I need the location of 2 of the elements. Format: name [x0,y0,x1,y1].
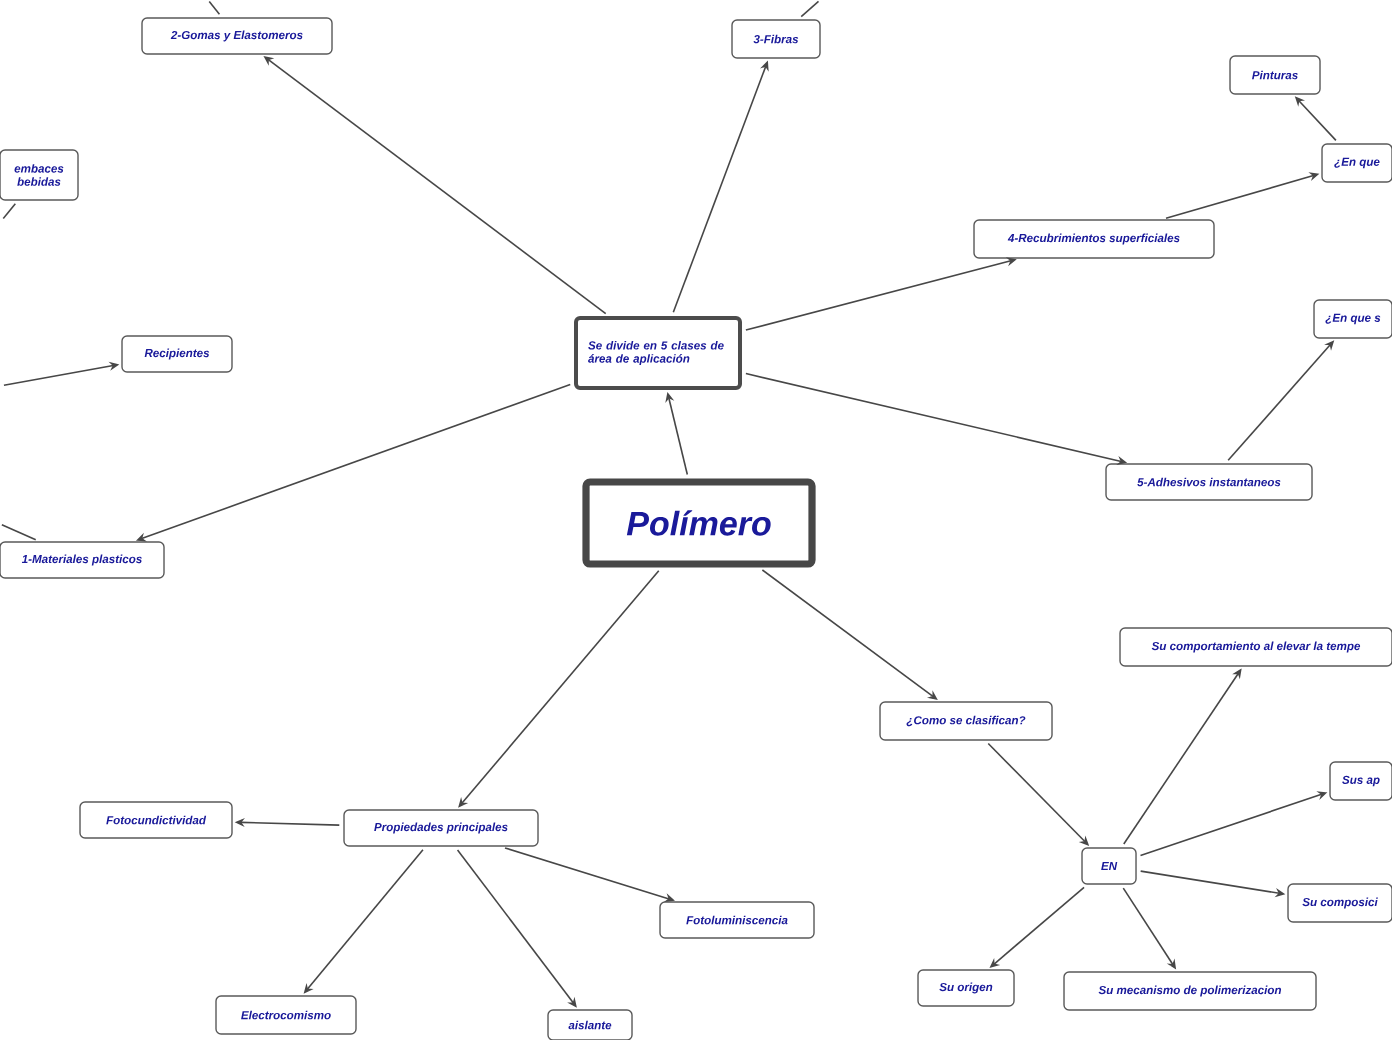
title-box: Polímero [582,478,816,568]
arrow [458,569,660,808]
